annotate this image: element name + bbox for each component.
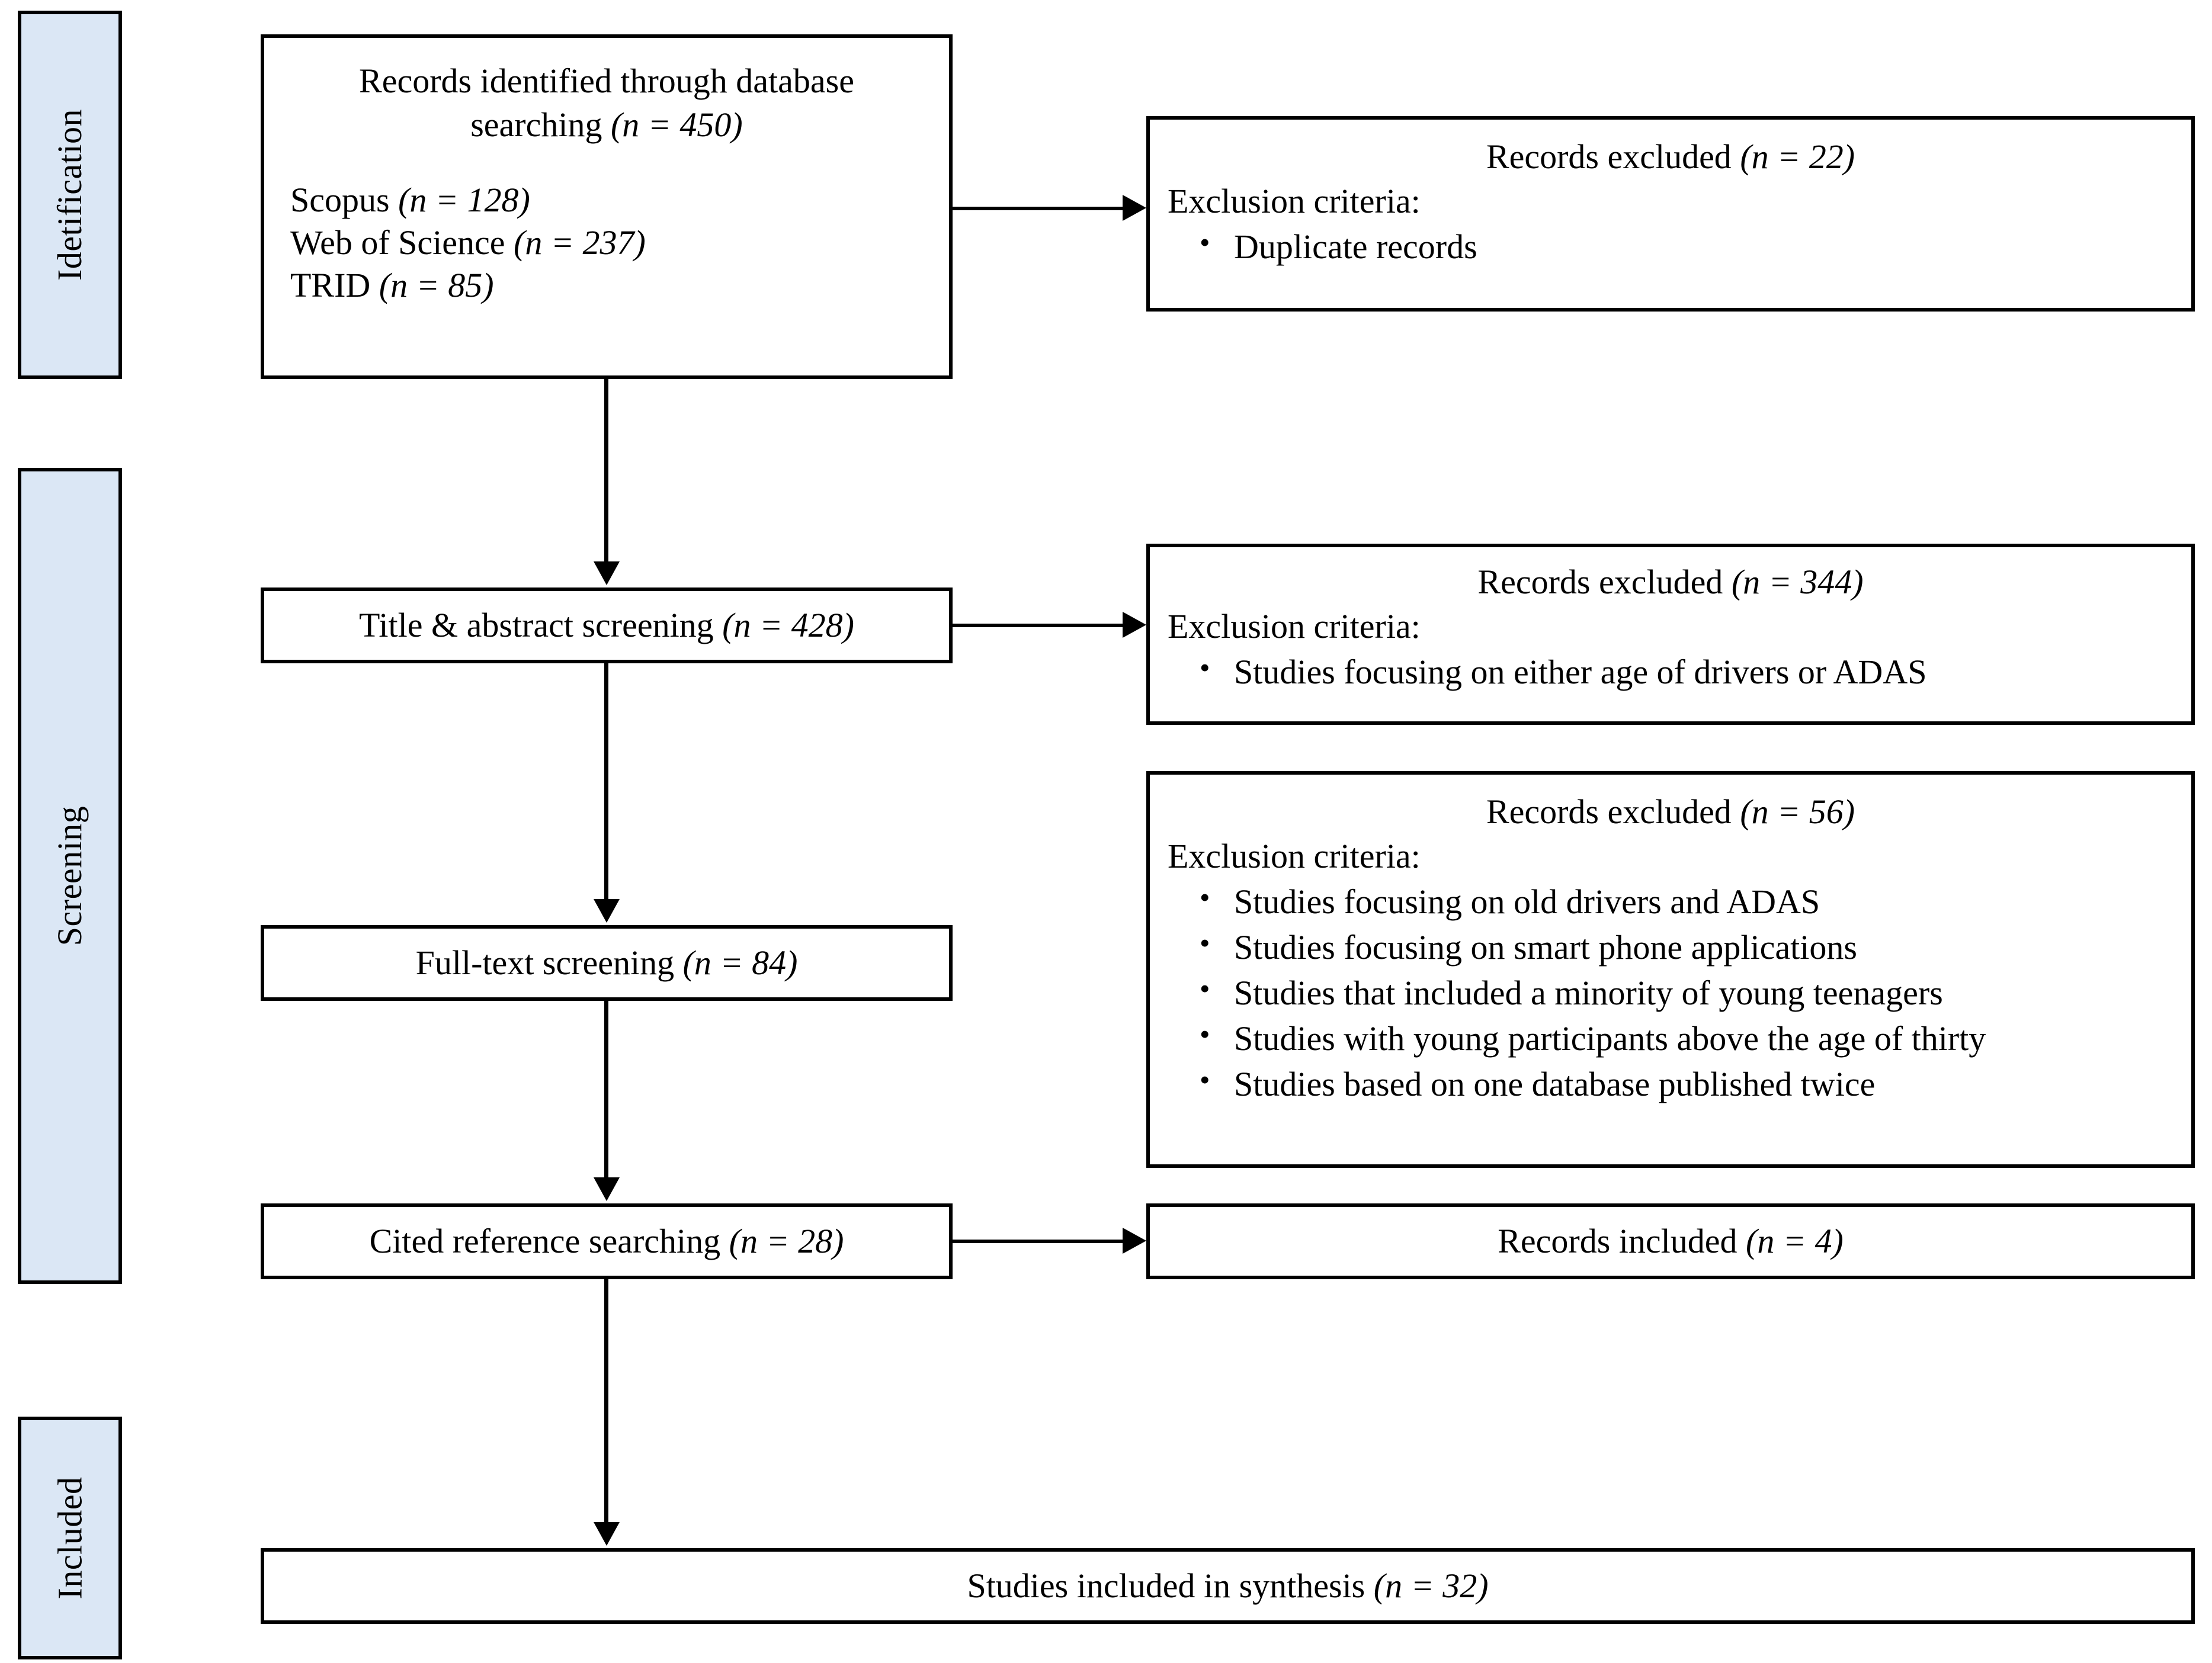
- title-abstract-screening-count: (n = 428): [722, 605, 854, 644]
- node-studies-included-in-synthesis: Studies included in synthesis (n = 32): [261, 1548, 2195, 1624]
- node-records-excluded-duplicates: Records excluded (n = 22) Exclusion crit…: [1146, 116, 2195, 312]
- records-included-label: Records included (n = 4): [1150, 1219, 2191, 1263]
- excluded-duplicates-heading: Records excluded (n = 22): [1150, 135, 2191, 179]
- excluded-fulltext-bullet-list: Studies focusing on old drivers and ADAS…: [1150, 878, 2191, 1107]
- title-abstract-screening-label: Title & abstract screening (n = 428): [264, 603, 949, 647]
- list-item: Studies with young participants above th…: [1200, 1015, 2191, 1061]
- node-records-excluded-title-abstract: Records excluded (n = 344) Exclusion cri…: [1146, 544, 2195, 725]
- excluded-duplicates-count: (n = 22): [1740, 137, 1855, 176]
- excluded-fulltext-heading: Records excluded (n = 56): [1150, 790, 2191, 834]
- source-row-scopus: Scopus (n = 128): [290, 179, 949, 221]
- list-item: Duplicate records: [1200, 223, 2191, 269]
- node-fulltext-screening: Full-text screening (n = 84): [261, 925, 953, 1001]
- excluded-title-abstract-heading-text: Records excluded: [1477, 563, 1723, 601]
- source-name-web-of-science: Web of Science: [290, 223, 505, 262]
- list-item: Studies based on one database published …: [1200, 1060, 2191, 1107]
- cited-reference-searching-text: Cited reference searching: [369, 1221, 721, 1260]
- excluded-fulltext-count: (n = 56): [1740, 792, 1855, 831]
- excluded-duplicates-bullet-list: Duplicate records: [1150, 223, 2191, 269]
- excluded-title-abstract-bullet-list: Studies focusing on either age of driver…: [1150, 648, 2191, 695]
- excluded-duplicates-heading-text: Records excluded: [1486, 137, 1732, 176]
- source-name-trid: TRID: [290, 266, 371, 305]
- source-count-web-of-science: (n = 237): [514, 223, 646, 262]
- cited-reference-searching-label: Cited reference searching (n = 28): [264, 1219, 949, 1263]
- list-item: Studies focusing on smart phone applicat…: [1200, 923, 2191, 970]
- stage-label-included: Included: [50, 1476, 89, 1600]
- records-included-text: Records included: [1498, 1221, 1737, 1260]
- records-identified-count: (n = 450): [610, 105, 743, 145]
- fulltext-screening-text: Full-text screening: [415, 943, 675, 982]
- fulltext-screening-count: (n = 84): [682, 943, 798, 982]
- list-item: Studies that included a minority of youn…: [1200, 969, 2191, 1016]
- stage-label-screening: Screening: [50, 805, 89, 946]
- node-title-abstract-screening: Title & abstract screening (n = 428): [261, 587, 953, 663]
- records-identified-heading-line1: Records identified through database: [359, 62, 854, 100]
- synthesis-label: Studies included in synthesis (n = 32): [264, 1564, 2191, 1608]
- source-row-web-of-science: Web of Science (n = 237): [290, 221, 949, 264]
- stage-band-identification: Idetification: [18, 11, 122, 379]
- source-row-trid: TRID (n = 85): [290, 264, 949, 307]
- source-name-scopus: Scopus: [290, 181, 390, 220]
- excluded-title-abstract-criteria-label: Exclusion criteria:: [1168, 607, 1421, 646]
- excluded-title-abstract-heading: Records excluded (n = 344): [1150, 560, 2191, 604]
- node-records-identified: Records identified through database sear…: [261, 34, 953, 379]
- stage-label-identification: Idetification: [50, 109, 89, 281]
- stage-band-screening: Screening: [18, 468, 122, 1284]
- stage-band-included: Included: [18, 1417, 122, 1659]
- synthesis-text: Studies included in synthesis: [967, 1566, 1365, 1605]
- node-records-included: Records included (n = 4): [1146, 1203, 2195, 1279]
- synthesis-count: (n = 32): [1373, 1566, 1489, 1605]
- excluded-fulltext-criteria-label: Exclusion criteria:: [1168, 837, 1421, 876]
- excluded-duplicates-criteria-label: Exclusion criteria:: [1168, 182, 1421, 221]
- records-identified-source-list: Scopus (n = 128) Web of Science (n = 237…: [264, 179, 949, 307]
- source-count-trid: (n = 85): [379, 266, 494, 305]
- node-cited-reference-searching: Cited reference searching (n = 28): [261, 1203, 953, 1279]
- node-records-excluded-fulltext: Records excluded (n = 56) Exclusion crit…: [1146, 771, 2195, 1168]
- records-identified-heading-line2-text: searching: [470, 105, 602, 145]
- source-count-scopus: (n = 128): [398, 181, 530, 220]
- title-abstract-screening-text: Title & abstract screening: [359, 605, 714, 644]
- records-identified-heading-line2: searching (n = 450): [264, 103, 949, 147]
- cited-reference-searching-count: (n = 28): [729, 1221, 844, 1260]
- list-item: Studies focusing on either age of driver…: [1200, 648, 2191, 695]
- list-item: Studies focusing on old drivers and ADAS: [1200, 878, 2191, 924]
- records-included-count: (n = 4): [1746, 1221, 1844, 1260]
- fulltext-screening-label: Full-text screening (n = 84): [264, 941, 949, 985]
- excluded-fulltext-heading-text: Records excluded: [1486, 792, 1732, 831]
- excluded-title-abstract-count: (n = 344): [1731, 563, 1864, 601]
